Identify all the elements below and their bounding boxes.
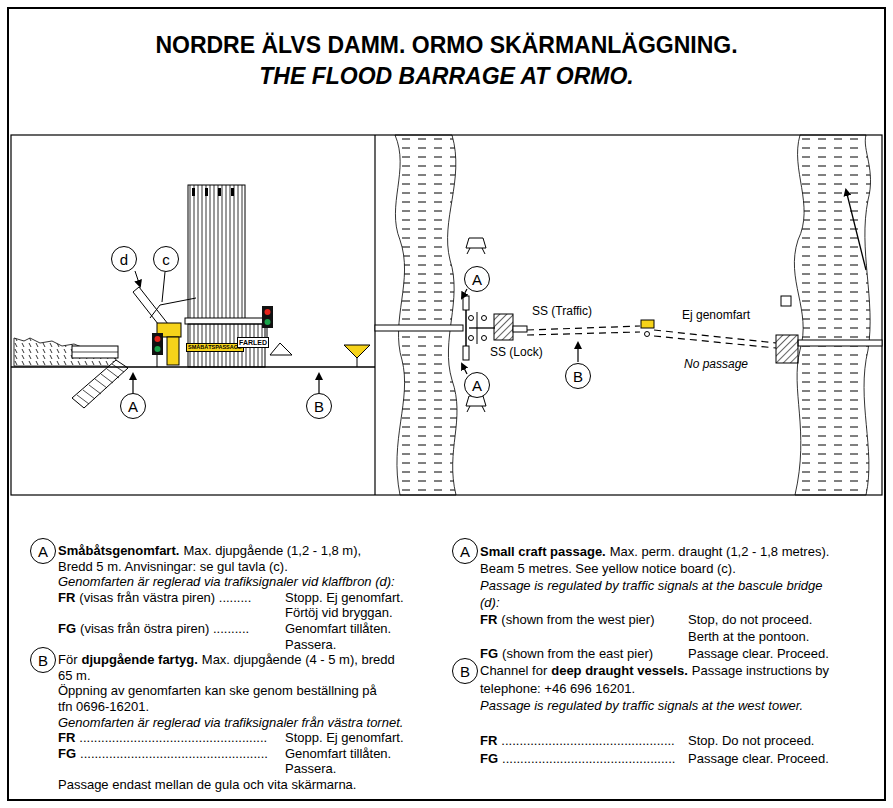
legend-text: Max. perm. draught (1,2 - 1,8 metres). B…	[480, 543, 830, 577]
callout-letter: A	[472, 272, 482, 287]
legend-text: (visas från västra piren) .........	[79, 590, 251, 606]
legend-text: Passage endast mellan de gula och vita s…	[58, 777, 356, 793]
sign-board: SMÅBÅTSPASSAGE	[186, 343, 244, 352]
callout-letter: d	[120, 252, 128, 267]
callout-letter: B	[38, 653, 48, 668]
map-label: THE FLOOD BARRAGE AT ORMO.	[0, 62, 893, 90]
legend-text: Genomfarten är reglerad via trafiksignal…	[58, 574, 395, 590]
callout-circle: A	[30, 538, 56, 564]
legend-text: ........................................…	[80, 746, 268, 762]
callout-circle: c	[153, 246, 179, 272]
callout-circle: A	[120, 393, 146, 419]
legend-text: Channel for	[480, 662, 547, 680]
legend-text: Passage clear. Proceed.	[688, 645, 829, 662]
legend-text: FR	[480, 732, 497, 750]
callout-letter: c	[162, 252, 170, 267]
legend-text: Passage is regulated by traffic signals …	[480, 697, 815, 715]
callout-letter: B	[460, 664, 470, 679]
callout-circle: B	[565, 363, 591, 389]
callout-circle: B	[30, 647, 56, 673]
sign-board: FARLED	[237, 337, 269, 348]
legend-text: deep draught vessels.	[551, 662, 688, 680]
diagram-title: NORDRE ÄLVS DAMM. ORMO SKÄRMANLÄGGNING.	[0, 31, 893, 59]
legend-text: FG	[480, 750, 498, 768]
legend-text: Berth at the pontoon.	[688, 628, 809, 645]
map-label: SS (Traffic)	[530, 304, 594, 320]
callout-letter: B	[573, 369, 583, 384]
legend-text: Passage clear. Proceed.	[688, 750, 829, 768]
callout-circle: B	[452, 658, 478, 684]
legend-text: (shown from the east pier)	[502, 645, 653, 662]
legend-text: Max. djupgående (4 - 5 m), bredd 65 m.	[58, 652, 398, 683]
callout-letter: A	[460, 544, 470, 559]
legend-text: Stop, do not proceed.	[688, 611, 812, 628]
callout-circle: A	[464, 266, 490, 292]
legend-text: Passera.	[285, 761, 336, 777]
legend-text: Stop. Do not proceed.	[688, 732, 814, 750]
legend-text: ........................................…	[502, 750, 675, 768]
legend-text: (shown from the west pier)	[501, 611, 654, 628]
legend-text: Genomfart tillåten.	[285, 621, 391, 637]
legend-text: Passage instructions by telephone: +46 6…	[480, 662, 848, 697]
legend-text: (visas från östra piren) ..........	[80, 621, 249, 637]
map-label: No passage	[682, 357, 750, 373]
map-label: Ej genomfart	[680, 308, 752, 324]
legend-text: Stopp. Ej genomfart.	[285, 730, 404, 746]
sign-text: SMÅBÅTSPASSAGE	[188, 345, 242, 351]
callout-letter: B	[314, 399, 324, 414]
legend-text: FR	[480, 611, 497, 628]
legend-text: FG	[58, 746, 76, 762]
legend-text: Passage is regulated by traffic signals …	[480, 577, 830, 611]
legend-text: Genomfarten är reglerad via trafiksignal…	[58, 715, 403, 731]
legend-text: ........................................…	[501, 732, 674, 750]
legend-text: Passera.	[285, 637, 336, 653]
legend-text: ........................................…	[79, 730, 267, 746]
legend-text: Förtöj vid bryggan.	[285, 605, 393, 621]
legend-text: FR	[58, 590, 75, 606]
callout-letter: A	[128, 399, 138, 414]
map-label: SS (Lock)	[488, 345, 545, 361]
legend-text: Öppning av genomfarten kan ske genom bes…	[58, 683, 386, 714]
legend-text: FG	[480, 645, 498, 662]
legend-text: För	[58, 652, 78, 668]
legend-text: FR	[58, 730, 75, 746]
callout-circle: B	[306, 393, 332, 419]
legend-text: Småbåtsgenomfart.	[58, 543, 179, 559]
callout-circle: A	[452, 538, 478, 564]
legend-text: Max. djupgående (1,2 - 1,8 m), Bredd 5 m…	[58, 543, 378, 574]
legend-text: djupgående fartyg.	[82, 652, 198, 668]
callout-circle: A	[464, 372, 490, 398]
legend-text: Stopp. Ej genomfart.	[285, 590, 404, 606]
legend-text: Genomfart tillåten.	[285, 746, 391, 762]
callout-letter: A	[472, 378, 482, 393]
sign-text: FARLED	[239, 339, 267, 346]
legend-text: Small craft passage.	[480, 543, 606, 560]
callout-circle: d	[111, 246, 137, 272]
callout-letter: A	[38, 544, 48, 559]
legend-text: FG	[58, 621, 76, 637]
